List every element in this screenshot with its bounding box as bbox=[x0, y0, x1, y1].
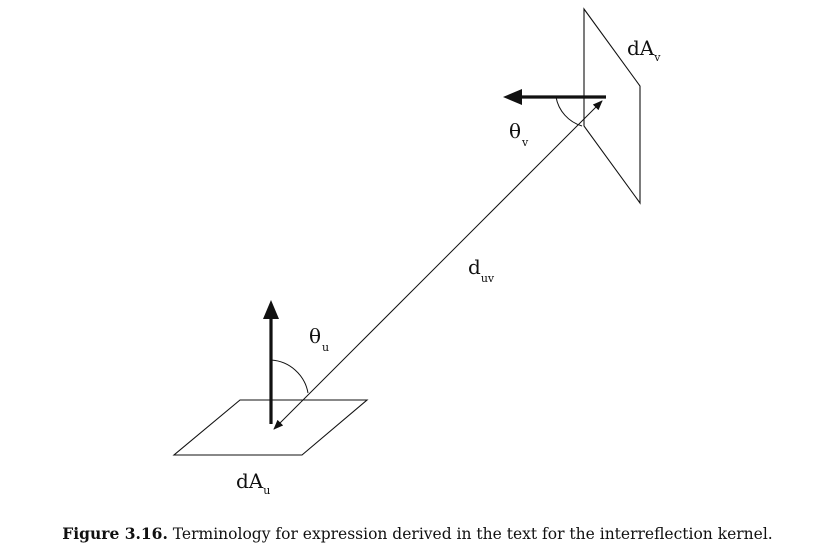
distance-line bbox=[300, 100, 603, 403]
label-area-u: dAu bbox=[236, 469, 270, 497]
label-distance: duv bbox=[468, 255, 495, 285]
angle-v-arc bbox=[555, 96, 583, 127]
normal-v-arrowhead bbox=[503, 89, 522, 105]
interreflection-diagram: dAv θv duv θu dAu bbox=[172, 7, 661, 497]
patch-u bbox=[172, 399, 369, 456]
figure-caption: Figure 3.16. Terminology for expression … bbox=[0, 524, 835, 543]
label-angle-v: θv bbox=[509, 119, 529, 149]
label-angle-u: θu bbox=[309, 324, 329, 354]
normal-u-arrowhead bbox=[263, 300, 279, 319]
label-area-v: dAv bbox=[627, 36, 661, 64]
angle-u-arc bbox=[270, 359, 309, 394]
caption-label: Figure 3.16. bbox=[62, 524, 168, 543]
patch-v bbox=[583, 7, 641, 205]
distance-line-end-u bbox=[273, 401, 302, 430]
caption-text: Terminology for expression derived in th… bbox=[172, 525, 773, 543]
